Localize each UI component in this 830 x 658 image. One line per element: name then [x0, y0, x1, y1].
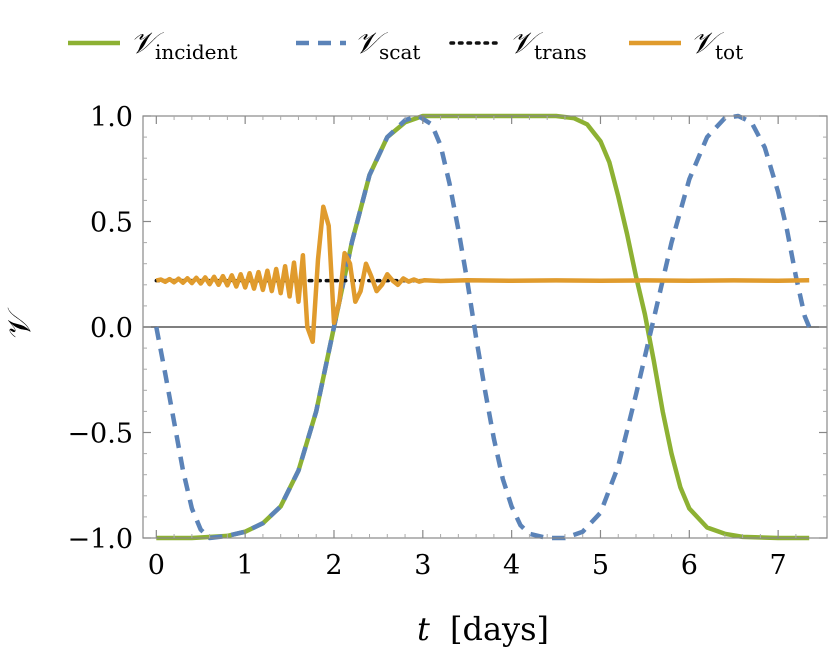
y-axis-title: 𝒱 — [0, 307, 38, 338]
series-scat-line — [154, 113, 812, 541]
series-tot-line — [155, 204, 810, 345]
legend-label-sub: trans — [534, 40, 587, 64]
x-tick-label: 1 — [237, 550, 254, 581]
y-tick-label: 1.0 — [90, 102, 133, 133]
series-incident-line — [156, 113, 810, 541]
legend-item-trans: 𝒱trans — [449, 26, 587, 64]
legend-label: 𝒱incident — [130, 26, 237, 64]
axis-titles-group: 𝒱 t [days] — [0, 307, 549, 648]
legend-item-scat: 𝒱scat — [296, 26, 420, 64]
legend-item-tot: 𝒱tot — [629, 26, 743, 64]
legend-item-incident: 𝒱incident — [68, 26, 237, 64]
legend-label: 𝒱trans — [509, 26, 587, 64]
x-tick-label: 2 — [325, 550, 342, 581]
x-axis-unit: [days] — [450, 610, 549, 648]
x-tick-label: 0 — [148, 550, 165, 581]
legend: 𝒱incident 𝒱scat 𝒱trans 𝒱tot — [68, 26, 743, 64]
legend-label: 𝒱tot — [690, 26, 743, 64]
x-axis-title: t [days] — [417, 610, 549, 648]
x-tick-label: 3 — [414, 550, 431, 581]
ticks-group: 0 1 2 3 4 5 6 7 −1.0 −0.5 0.0 0.5 1.0 — [67, 102, 827, 581]
x-tick-label: 6 — [681, 550, 698, 581]
y-tick-label: 0.0 — [90, 313, 133, 344]
legend-label-sub: incident — [155, 40, 237, 64]
y-tick-label: 0.5 — [90, 208, 133, 239]
x-tick-label: 5 — [592, 550, 609, 581]
y-tick-label: −0.5 — [67, 419, 133, 450]
legend-label-sub: tot — [715, 40, 743, 64]
y-tick-label: −1.0 — [67, 524, 133, 555]
x-tick-label: 4 — [503, 550, 520, 581]
x-axis-variable: t — [417, 610, 430, 648]
legend-label-sub: scat — [379, 40, 420, 64]
legend-label: 𝒱scat — [354, 26, 420, 64]
series-group — [154, 113, 812, 541]
x-tick-label: 7 — [770, 550, 787, 581]
